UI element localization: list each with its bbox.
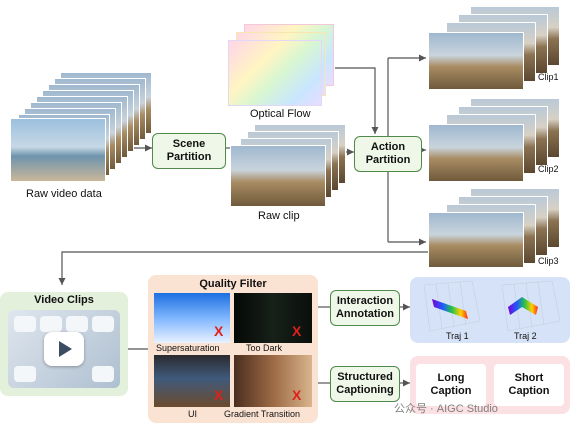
long-caption-line2: Caption: [430, 385, 472, 397]
too-dark-x: X: [292, 323, 302, 339]
quality-filter-title: Quality Filter: [199, 278, 267, 290]
video-clips-panel: Video Clips: [0, 292, 128, 396]
supersaturation-x: X: [214, 323, 224, 339]
clip1-label: Clip1: [538, 72, 559, 82]
too-dark-label: Too Dark: [246, 343, 283, 353]
quality-filter-panel: Quality Filter X Supersaturation X Too D…: [148, 275, 318, 423]
ui-label: UI: [188, 409, 197, 419]
long-caption-line1: Long: [437, 372, 465, 384]
scene-partition-line2: Partition: [166, 151, 212, 163]
traj2-label: Traj 2: [514, 331, 537, 341]
short-caption-line2: Caption: [508, 385, 550, 397]
video-clips-title: Video Clips: [34, 294, 94, 306]
clip2-label: Clip2: [538, 164, 559, 174]
supersaturation-label: Supersaturation: [156, 343, 220, 353]
interaction-annotation-line1: Interaction: [336, 295, 394, 307]
action-partition-line1: Action: [370, 141, 406, 153]
short-caption-line1: Short: [514, 372, 544, 384]
structured-captioning-line2: Captioning: [336, 384, 394, 396]
trajectory-panel: Traj 1 Traj 2: [410, 277, 570, 343]
raw-clip-label: Raw clip: [258, 210, 300, 222]
video-icons-grid: [8, 310, 120, 388]
traj1-label: Traj 1: [446, 331, 469, 341]
scene-partition-line1: Scene: [172, 138, 206, 150]
play-icon: [44, 332, 84, 366]
structured-captioning-line1: Structured: [337, 371, 393, 383]
traj1-plot: [423, 280, 561, 332]
ui-image: [154, 355, 230, 407]
supersaturation-image: [154, 293, 230, 343]
interaction-annotation-line2: Annotation: [335, 308, 395, 320]
clip3-label: Clip3: [538, 256, 559, 266]
gradient-transition-image: [234, 355, 312, 407]
too-dark-image: [234, 293, 312, 343]
ui-x: X: [214, 387, 224, 403]
gradient-transition-x: X: [292, 387, 302, 403]
gradient-transition-label: Gradient Transition: [224, 409, 301, 419]
optical-flow-label: Optical Flow: [250, 108, 311, 120]
watermark: 公众号 · AIGC Studio: [394, 403, 498, 415]
raw-video-label: Raw video data: [26, 188, 102, 200]
action-partition-line2: Partition: [365, 154, 411, 166]
